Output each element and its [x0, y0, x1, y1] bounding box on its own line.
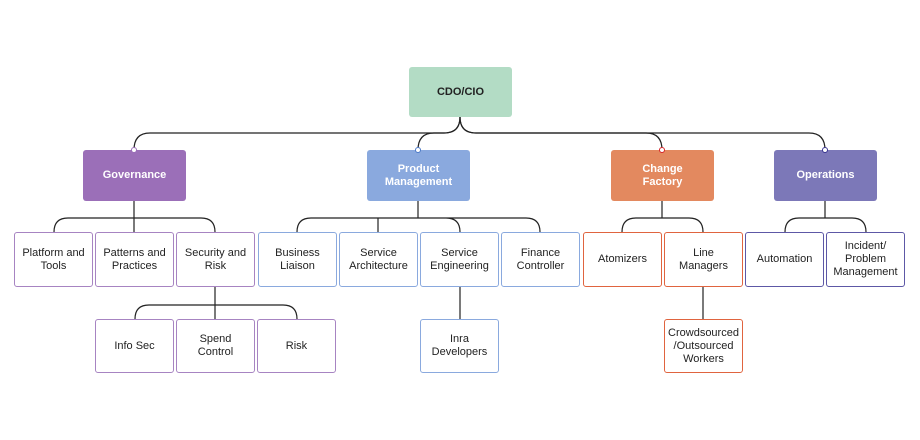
- head-node-change-factory: Change Factory: [611, 150, 714, 201]
- connector-dot-product: [415, 147, 421, 153]
- head-node-product-management: Product Management: [367, 150, 470, 201]
- leaf-spend-control: Spend Control: [176, 319, 255, 373]
- connector-product-leaves: [296, 201, 541, 233]
- leaf-atomizers: Atomizers: [583, 232, 662, 287]
- connector-root-governance: [133, 116, 461, 151]
- root-node-cdo-cio: CDO/CIO: [409, 67, 512, 117]
- connector-security-leaves: [134, 287, 298, 320]
- connector-dot-change: [659, 147, 665, 153]
- leaf-risk: Risk: [257, 319, 336, 373]
- leaf-service-engineering: Service Engineering: [420, 232, 499, 287]
- leaf-platform-and-tools: Platform and Tools: [14, 232, 93, 287]
- connector-operations-leaves: [784, 201, 867, 233]
- leaf-info-sec: Info Sec: [95, 319, 174, 373]
- connector-governance-leaves: [53, 201, 216, 233]
- connector-dot-governance: [131, 147, 137, 153]
- connector-root-product: [417, 116, 461, 151]
- head-node-governance: Governance: [83, 150, 186, 201]
- leaf-security-and-risk: Security and Risk: [176, 232, 255, 287]
- connector-root-operations: [459, 116, 826, 151]
- connector-dot-operations: [822, 147, 828, 153]
- leaf-patterns-and-practices: Patterns and Practices: [95, 232, 174, 287]
- leaf-line-managers: Line Managers: [664, 232, 743, 287]
- head-node-operations: Operations: [774, 150, 877, 201]
- leaf-crowdsourced-outsourced-workers: Crowdsourced /Outsourced Workers: [664, 319, 743, 373]
- leaf-service-architecture: Service Architecture: [339, 232, 418, 287]
- leaf-inra-developers: Inra Developers: [420, 319, 499, 373]
- leaf-incident-problem-management: Incident/ Problem Management: [826, 232, 905, 287]
- leaf-finance-controller: Finance Controller: [501, 232, 580, 287]
- leaf-business-liaison: Business Liaison: [258, 232, 337, 287]
- leaf-automation: Automation: [745, 232, 824, 287]
- connector-change-leaves: [621, 201, 704, 233]
